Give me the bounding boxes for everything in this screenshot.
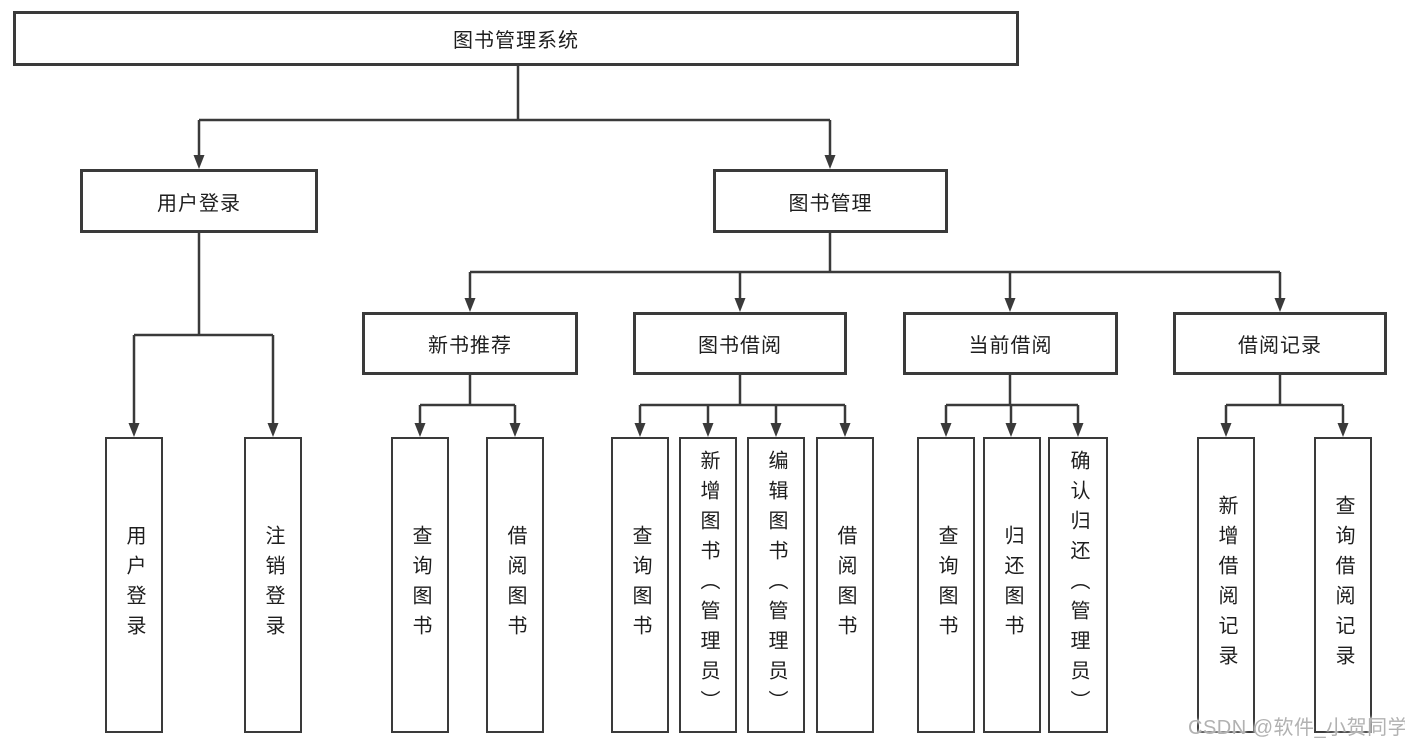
leaf-confirm-return-admin-label: 确认归还（管理员） [1067,450,1089,720]
node-new-book-recommend-label: 新书推荐 [428,335,512,357]
leaf-query-book-recommend: 查询图书 [391,437,449,733]
leaf-add-borrow-record: 新增借阅记录 [1197,437,1255,733]
leaf-edit-book-admin: 编辑图书（管理员） [747,437,805,733]
watermark: CSDN @软件_小贺同学 [1188,717,1405,739]
leaf-query-book-borrow: 查询图书 [611,437,669,733]
leaf-add-book-admin-label: 新增图书（管理员） [697,450,719,720]
leaf-user-login: 用户登录 [105,437,163,733]
node-current-borrow: 当前借阅 [903,312,1118,375]
leaf-add-book-admin: 新增图书（管理员） [679,437,737,733]
node-book-management: 图书管理 [713,169,948,233]
leaf-query-book-borrow-label: 查询图书 [629,525,651,645]
leaf-confirm-return-admin: 确认归还（管理员） [1048,437,1108,733]
node-borrow-record: 借阅记录 [1173,312,1387,375]
arrowheads [128,155,1349,437]
node-user-login-label: 用户登录 [157,192,241,215]
leaf-borrow-book-label: 借阅图书 [834,525,856,645]
leaf-query-book-current-label: 查询图书 [935,525,957,645]
node-new-book-recommend: 新书推荐 [362,312,578,375]
leaf-return-book-label: 归还图书 [1001,525,1023,645]
node-book-borrow: 图书借阅 [633,312,847,375]
node-root: 图书管理系统 [13,11,1019,66]
node-user-login: 用户登录 [80,169,318,233]
leaf-logout-label: 注销登录 [262,525,284,645]
leaf-query-book-current: 查询图书 [917,437,975,733]
leaf-borrow-book-recommend: 借阅图书 [486,437,544,733]
node-borrow-record-label: 借阅记录 [1238,335,1322,357]
leaf-add-borrow-record-label: 新增借阅记录 [1215,495,1237,675]
leaf-query-book-recommend-label: 查询图书 [409,525,431,645]
node-book-management-label: 图书管理 [788,192,873,215]
node-current-borrow-label: 当前借阅 [968,335,1053,357]
leaf-return-book: 归还图书 [983,437,1041,733]
leaf-query-borrow-record: 查询借阅记录 [1314,437,1372,733]
node-root-label: 图书管理系统 [453,30,579,52]
leaf-borrow-book-recommend-label: 借阅图书 [504,525,526,645]
leaf-logout: 注销登录 [244,437,302,733]
leaf-edit-book-admin-label: 编辑图书（管理员） [765,450,787,720]
node-book-borrow-label: 图书借阅 [698,335,782,357]
leaf-borrow-book: 借阅图书 [816,437,874,733]
leaf-user-login-label: 用户登录 [123,525,145,645]
leaf-query-borrow-record-label: 查询借阅记录 [1332,495,1354,675]
